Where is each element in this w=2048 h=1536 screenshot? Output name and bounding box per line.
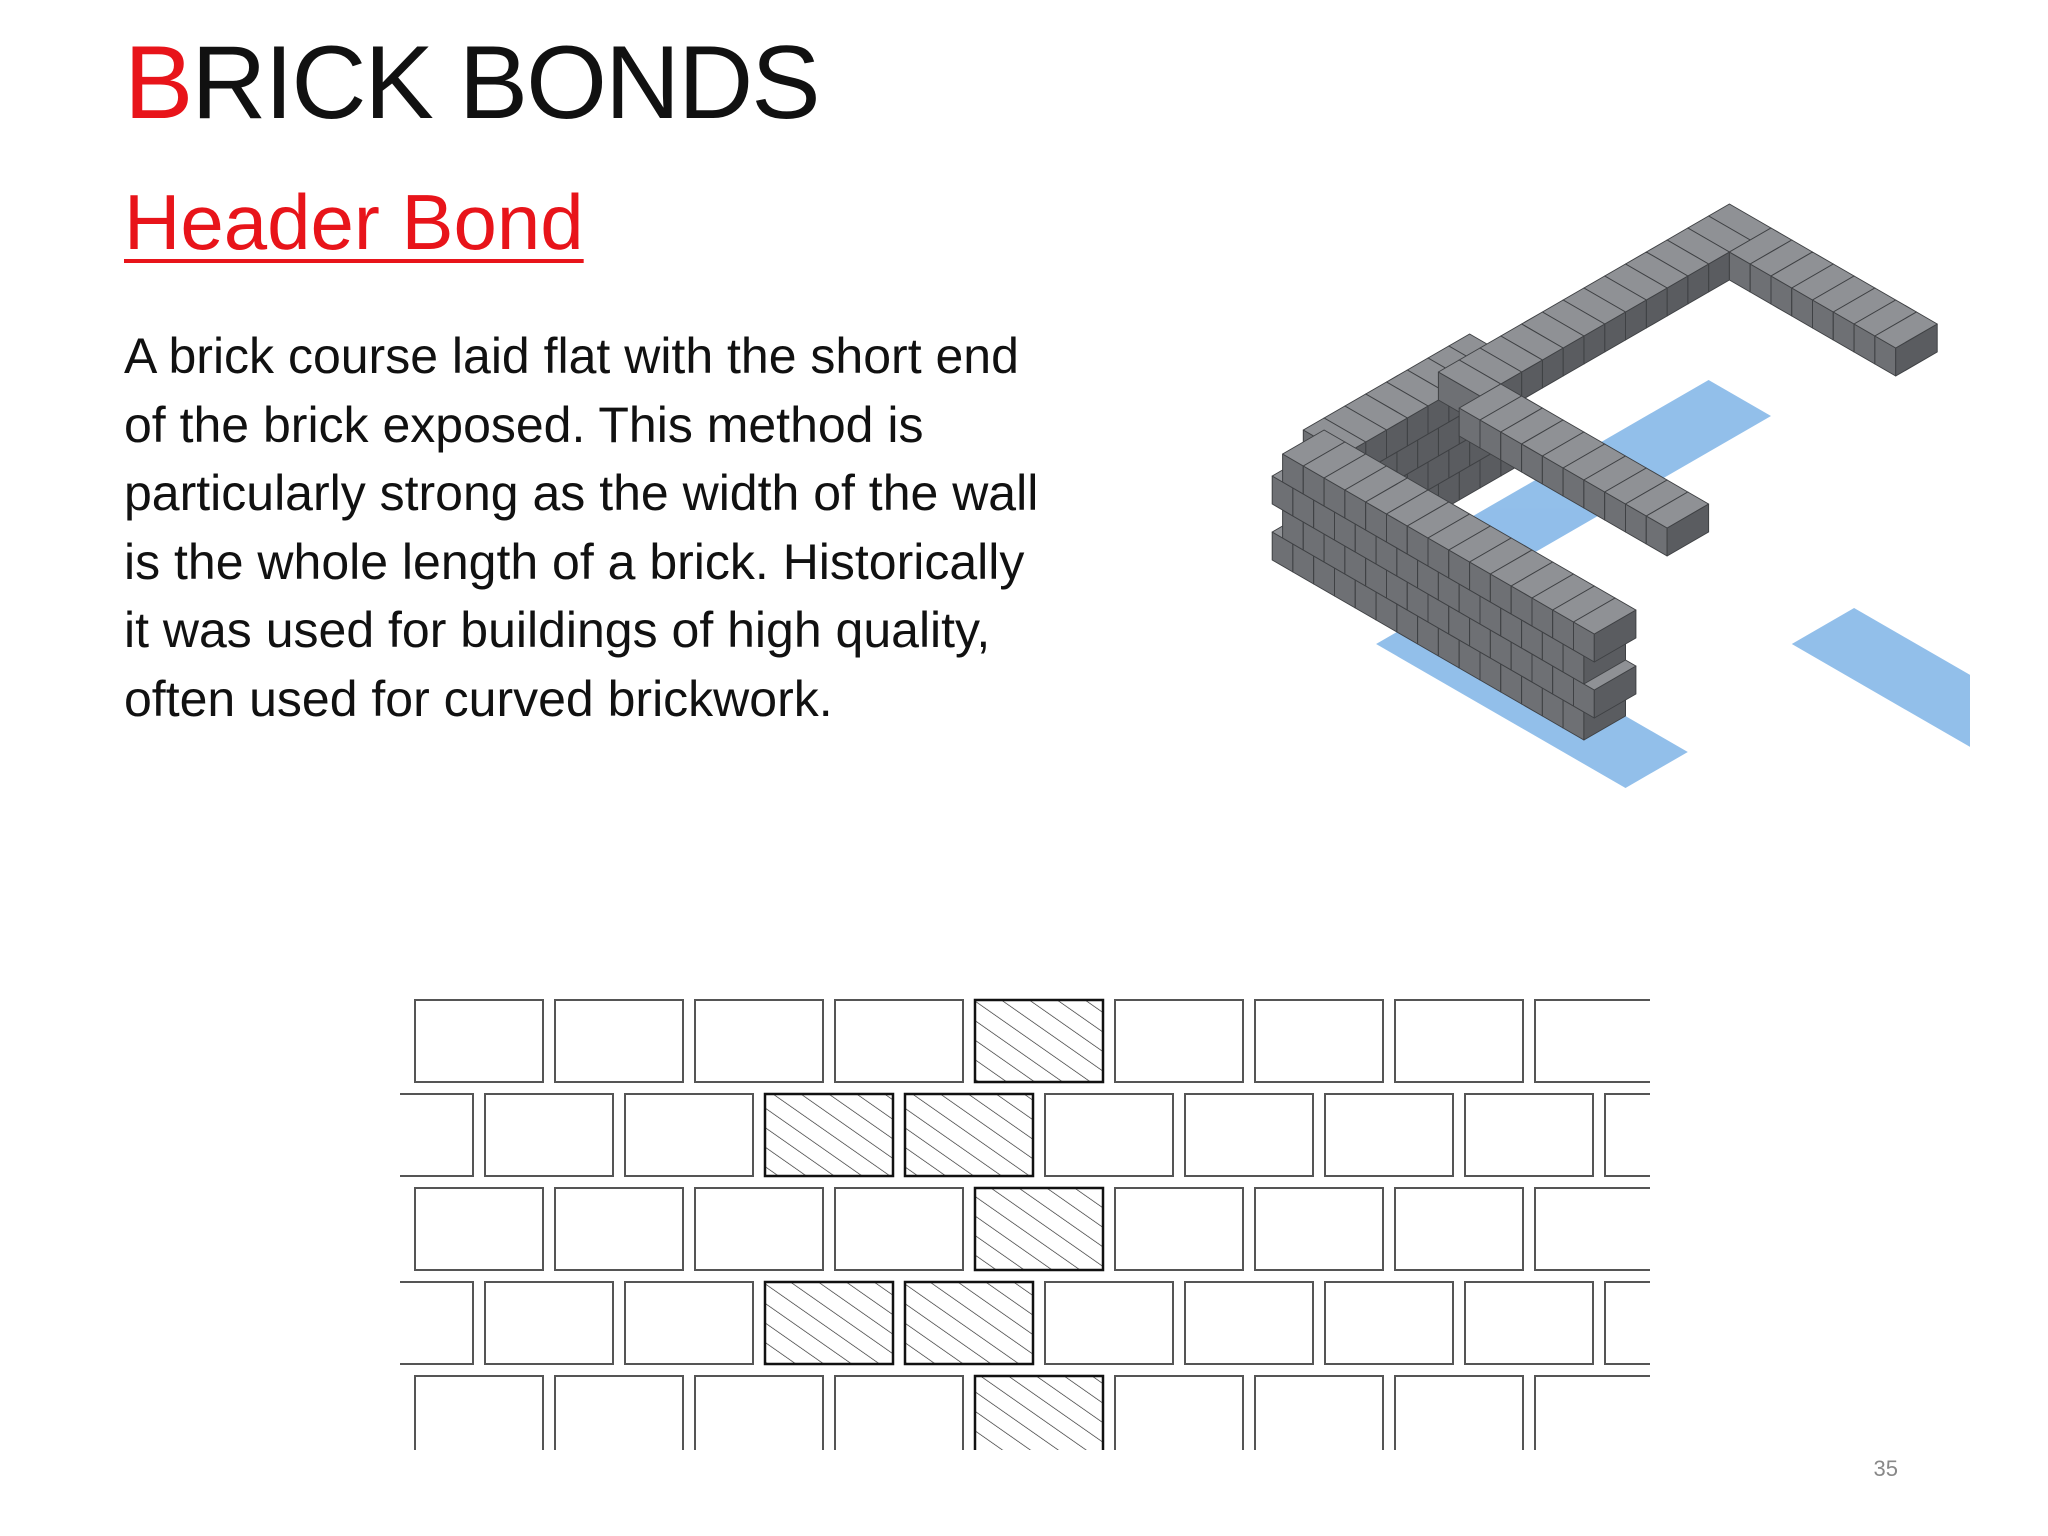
body-text: A brick course laid flat with the short … [124,322,1144,733]
brick [484,1281,614,1365]
brick [694,999,824,1083]
body-line: often used for curved brickwork. [124,670,833,727]
brick [414,999,544,1083]
brick [1604,1281,1650,1365]
brick [1394,1375,1524,1450]
brick [1464,1281,1594,1365]
page-number: 35 [1873,1456,1898,1481]
brick [1534,1187,1650,1271]
body-line: it was used for buildings of high qualit… [124,602,991,658]
brick [400,1093,474,1177]
brick [1645,491,1710,557]
brick [1114,999,1244,1083]
brick [1464,1093,1594,1177]
brick [484,1093,614,1177]
body-line: A brick course laid flat with the short … [124,328,1019,384]
hatched-brick [973,1186,1105,1272]
brick [1114,1375,1244,1450]
hatched-brick [763,1092,895,1178]
brick [1184,1093,1314,1177]
brick [1184,1281,1314,1365]
brick [1254,1187,1384,1271]
brick [1044,1093,1174,1177]
slide-title: BRICK BONDS [124,24,821,144]
brick [694,1375,824,1450]
brick [1394,1187,1524,1271]
brick [554,999,684,1083]
brick [1604,1093,1650,1177]
brick [414,1375,544,1450]
brick [1394,999,1524,1083]
brick [1534,1375,1650,1450]
brick [834,999,964,1083]
title-rest: RICK BONDS [191,25,820,141]
brick [834,1375,964,1450]
brick [1254,999,1384,1083]
hatched-brick [973,998,1105,1084]
brick [1324,1093,1454,1177]
body-line: of the brick exposed. This method is [124,396,924,453]
slide-subtitle: Header Bond [124,178,584,266]
brick [554,1375,684,1450]
brick [400,1281,474,1365]
brick [1254,1375,1384,1450]
brick [624,1281,754,1365]
brick [1573,597,1637,663]
body-line: is the whole length of a brick. Historic… [124,533,1025,590]
brick [1874,311,1938,377]
title-first-letter: B [124,25,193,141]
brick [694,1187,824,1271]
brick [624,1093,754,1177]
hatched-brick [903,1280,1035,1366]
header-bond-elevation-diagram [400,998,1650,1450]
body-line: particularly strong as the width of the … [124,465,1039,521]
brick [834,1187,964,1271]
hatched-brick [973,1374,1105,1450]
hatched-brick [763,1280,895,1366]
brick [1114,1187,1244,1271]
brick [1324,1281,1454,1365]
isometric-header-bond-wall [1271,203,1970,788]
brick [1044,1281,1174,1365]
brick [1534,999,1650,1083]
hatched-brick [903,1092,1035,1178]
brick [554,1187,684,1271]
brick [414,1187,544,1271]
